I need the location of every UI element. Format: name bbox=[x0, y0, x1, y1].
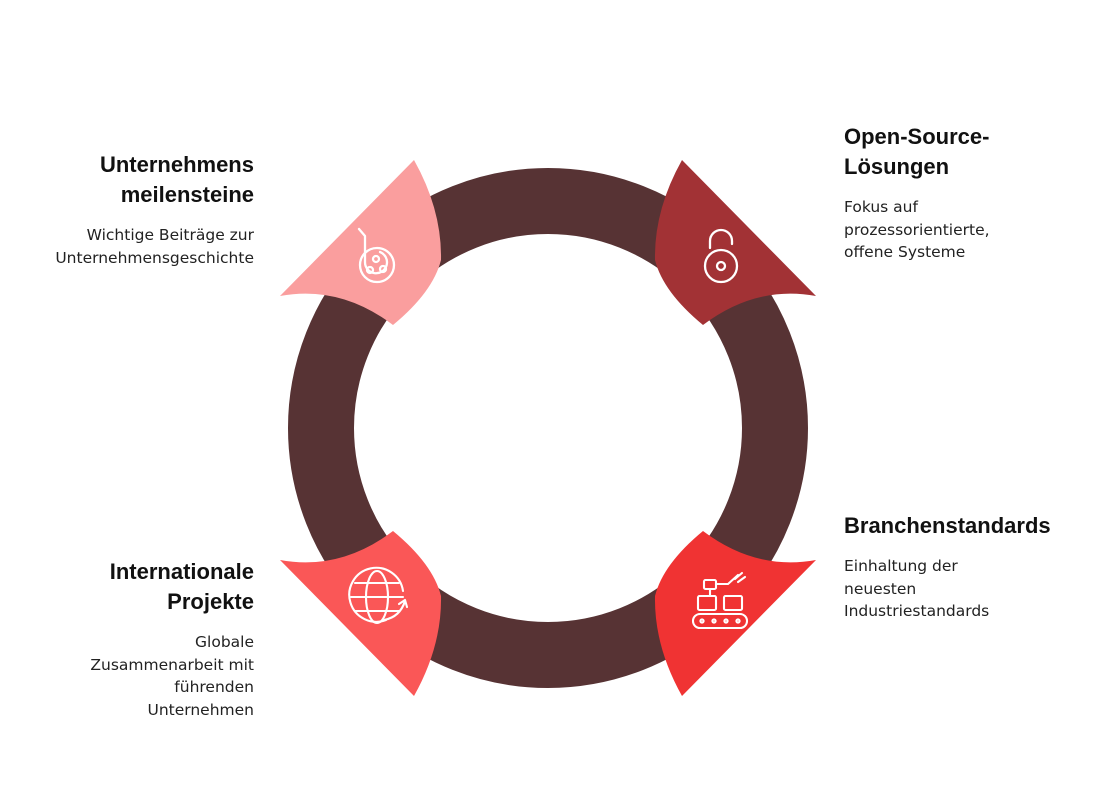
segment-title-tr: Open-Source- Lösungen bbox=[844, 124, 990, 179]
unlocked-padlock-icon bbox=[703, 228, 739, 284]
milestone-icon bbox=[357, 227, 396, 284]
globe-arrow-icon bbox=[348, 566, 409, 625]
segment-tr bbox=[654, 160, 816, 325]
label-br: Branchenstandards Einhaltung der neueste… bbox=[844, 511, 1084, 623]
segment-tl-shape bbox=[280, 160, 442, 325]
segment-desc-tl: Wichtige Beiträge zur Unternehmensgeschi… bbox=[55, 226, 254, 267]
label-bl: Internationale Projekte Globale Zusammen… bbox=[14, 557, 254, 721]
segment-desc-br: Einhaltung der neuesten Industriestandar… bbox=[844, 557, 990, 620]
cycle-ring bbox=[288, 168, 808, 688]
label-tr: Open-Source- Lösungen Fokus auf prozesso… bbox=[844, 122, 1084, 264]
segment-title-tl: Unternehmens meilensteine bbox=[99, 152, 254, 207]
label-tl: Unternehmens meilensteine Wichtige Beitr… bbox=[14, 150, 254, 269]
segment-desc-tr: Fokus auf prozessorientierte, offene Sys… bbox=[844, 198, 990, 261]
segment-desc-bl: Globale Zusammenarbeit mit führenden Unt… bbox=[90, 633, 254, 719]
segment-tl bbox=[280, 160, 442, 325]
segment-bl bbox=[280, 531, 442, 696]
segment-title-br: Branchenstandards bbox=[844, 513, 1051, 538]
segment-bl-shape bbox=[280, 531, 442, 696]
segment-title-bl: Internationale Projekte bbox=[109, 559, 254, 614]
segment-br bbox=[654, 531, 816, 696]
segment-tr-shape bbox=[654, 160, 816, 325]
assembly-line-robot-icon bbox=[691, 571, 749, 630]
